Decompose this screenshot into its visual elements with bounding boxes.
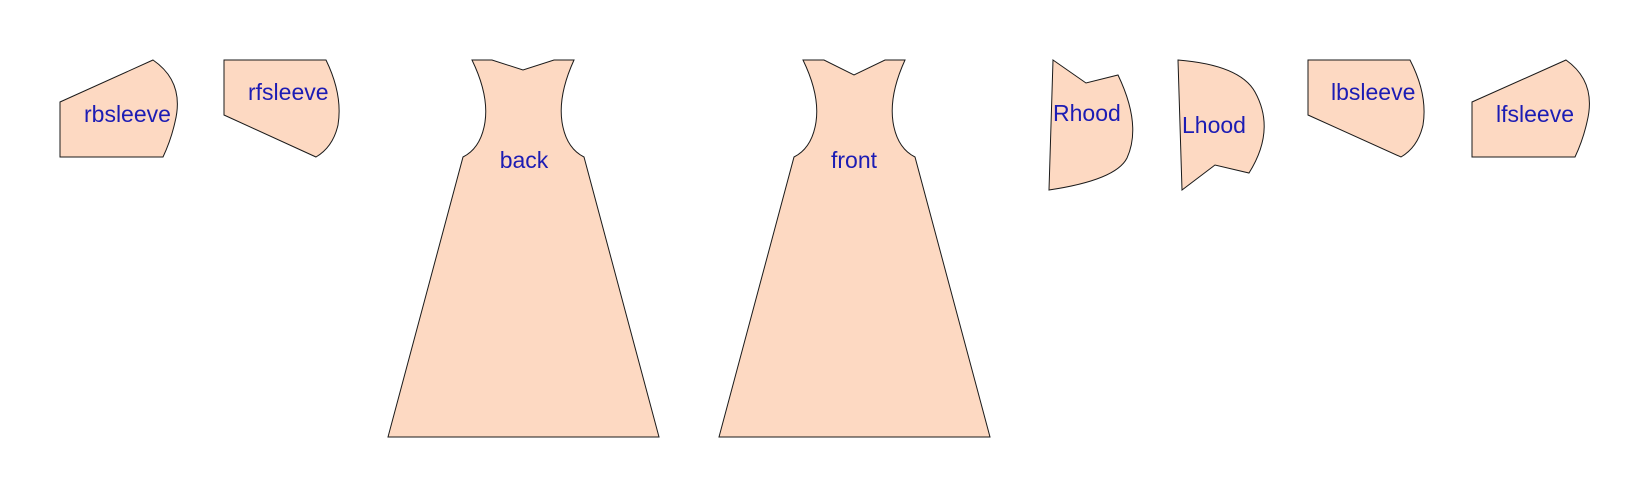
piece-lfsleeve: lfsleeve	[1471, 59, 1590, 158]
piece-front: front	[718, 59, 991, 438]
piece-lbsleeve: lbsleeve	[1307, 59, 1425, 158]
piece-label-rfsleeve: rfsleeve	[248, 79, 329, 105]
piece-rhood: Rhood	[1048, 59, 1134, 191]
piece-lhood: Lhood	[1177, 59, 1265, 191]
piece-label-front: front	[831, 147, 878, 173]
piece-label-back: back	[500, 147, 549, 173]
piece-back-outline	[387, 59, 660, 438]
piece-back: back	[387, 59, 660, 438]
piece-label-rhood: Rhood	[1053, 100, 1121, 126]
piece-rbsleeve: rbsleeve	[59, 59, 178, 158]
piece-lbsleeve-outline	[1307, 59, 1425, 158]
piece-front-outline	[718, 59, 991, 438]
piece-label-lbsleeve: lbsleeve	[1331, 79, 1415, 105]
piece-rfsleeve-outline	[223, 59, 340, 158]
piece-lhood-outline	[1177, 59, 1265, 191]
piece-rbsleeve-outline	[59, 59, 178, 158]
piece-rfsleeve: rfsleeve	[223, 59, 340, 158]
piece-label-lhood: Lhood	[1182, 112, 1246, 138]
piece-label-lfsleeve: lfsleeve	[1496, 101, 1574, 127]
piece-rhood-outline	[1048, 59, 1134, 191]
piece-lfsleeve-outline	[1471, 59, 1590, 158]
piece-label-rbsleeve: rbsleeve	[84, 101, 171, 127]
